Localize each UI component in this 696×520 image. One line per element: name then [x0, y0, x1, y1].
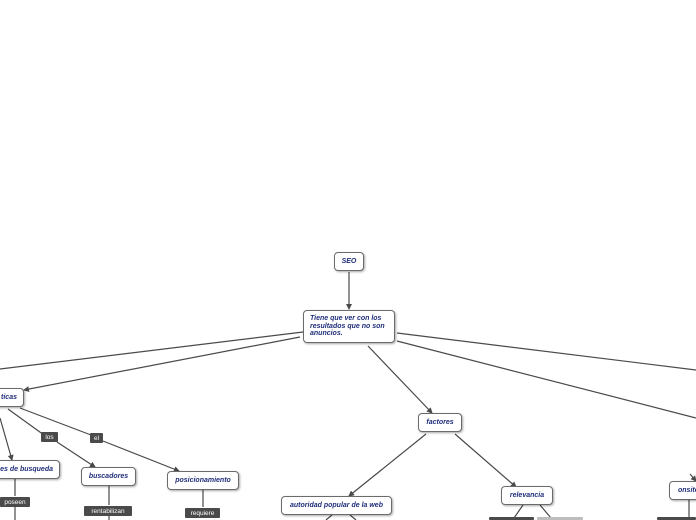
edge-onsite-incoming	[689, 473, 696, 482]
node-seo[interactable]: SEO	[334, 252, 364, 271]
cutoff-link-relevancia-right	[537, 517, 583, 520]
edge-autoridad-down-right	[349, 514, 357, 520]
link-label-poseen: poseen	[0, 497, 30, 507]
edge-caracteristicas-los	[7, 408, 45, 436]
cutoff-link-onsite	[657, 517, 696, 520]
edge-caracteristicas-motores	[0, 417, 14, 461]
edge-caracteristicas-el	[19, 407, 92, 436]
edge-factores-relevancia	[454, 433, 517, 488]
edge-los-buscadores	[56, 441, 96, 468]
link-label-requiere: requiere	[185, 508, 220, 518]
edge-definition-left-top	[0, 331, 304, 370]
link-label-los: los	[41, 432, 58, 442]
node-onsite[interactable]: onsite	[669, 481, 696, 500]
node-definition[interactable]: Tiene que ver con los resultados que no …	[303, 310, 395, 343]
node-posicionamiento[interactable]: posicionamiento	[167, 471, 239, 490]
edge-autoridad-down-left	[325, 514, 333, 520]
link-label-el: el	[90, 433, 103, 443]
edge-definition-onsite	[396, 340, 696, 419]
node-autoridad-popular[interactable]: autoridad popular de la web	[281, 496, 392, 515]
edge-relevancia-down-right	[539, 504, 552, 519]
edge-factores-autoridad	[348, 433, 427, 497]
cutoff-link-relevancia-left	[489, 517, 534, 520]
edge-definition-caracteristicas	[23, 336, 301, 393]
node-relevancia[interactable]: relevancia	[501, 486, 553, 505]
edge-el-posicionamiento	[102, 440, 180, 472]
edge-definition-right-top	[396, 332, 696, 371]
edge-relevancia-down-left	[513, 504, 524, 519]
node-caracteristicas[interactable]: ticas	[0, 388, 24, 407]
node-motores-de-busqueda[interactable]: es de busqueda	[0, 460, 60, 479]
node-factores[interactable]: factores	[418, 413, 462, 432]
node-buscadores[interactable]: buscadores	[81, 467, 136, 486]
link-label-rentabilizan: rentabilizan	[84, 506, 132, 516]
edge-definition-factores	[367, 345, 433, 414]
